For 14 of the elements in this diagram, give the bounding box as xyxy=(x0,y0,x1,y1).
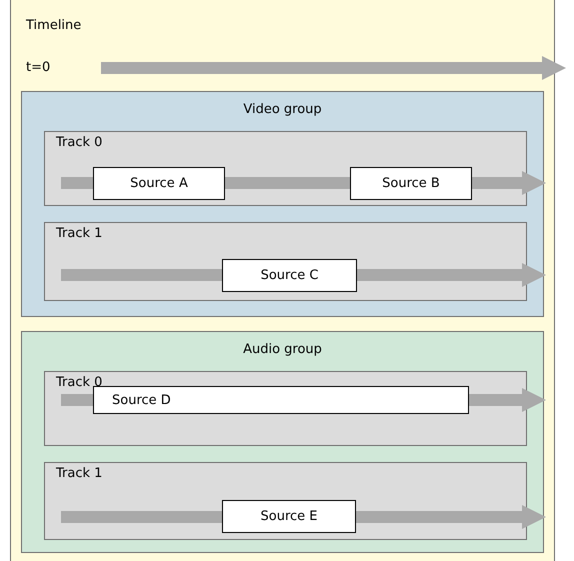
group-panel xyxy=(21,331,544,553)
source-clip: Source B xyxy=(350,167,472,200)
source-clip: Source C xyxy=(222,259,357,292)
group-title: Audio group xyxy=(242,342,323,358)
source-clip: Source D xyxy=(93,386,469,414)
group-panel xyxy=(21,91,544,317)
group-title: Video group xyxy=(242,102,323,118)
source-clip: Source A xyxy=(93,167,225,200)
time-label: t=0 xyxy=(26,60,50,76)
timeline-title: Timeline xyxy=(26,18,82,34)
track-title: Track 1 xyxy=(56,226,102,242)
track-title: Track 0 xyxy=(56,135,102,151)
track-title: Track 1 xyxy=(56,466,102,482)
source-clip: Source E xyxy=(222,500,356,533)
